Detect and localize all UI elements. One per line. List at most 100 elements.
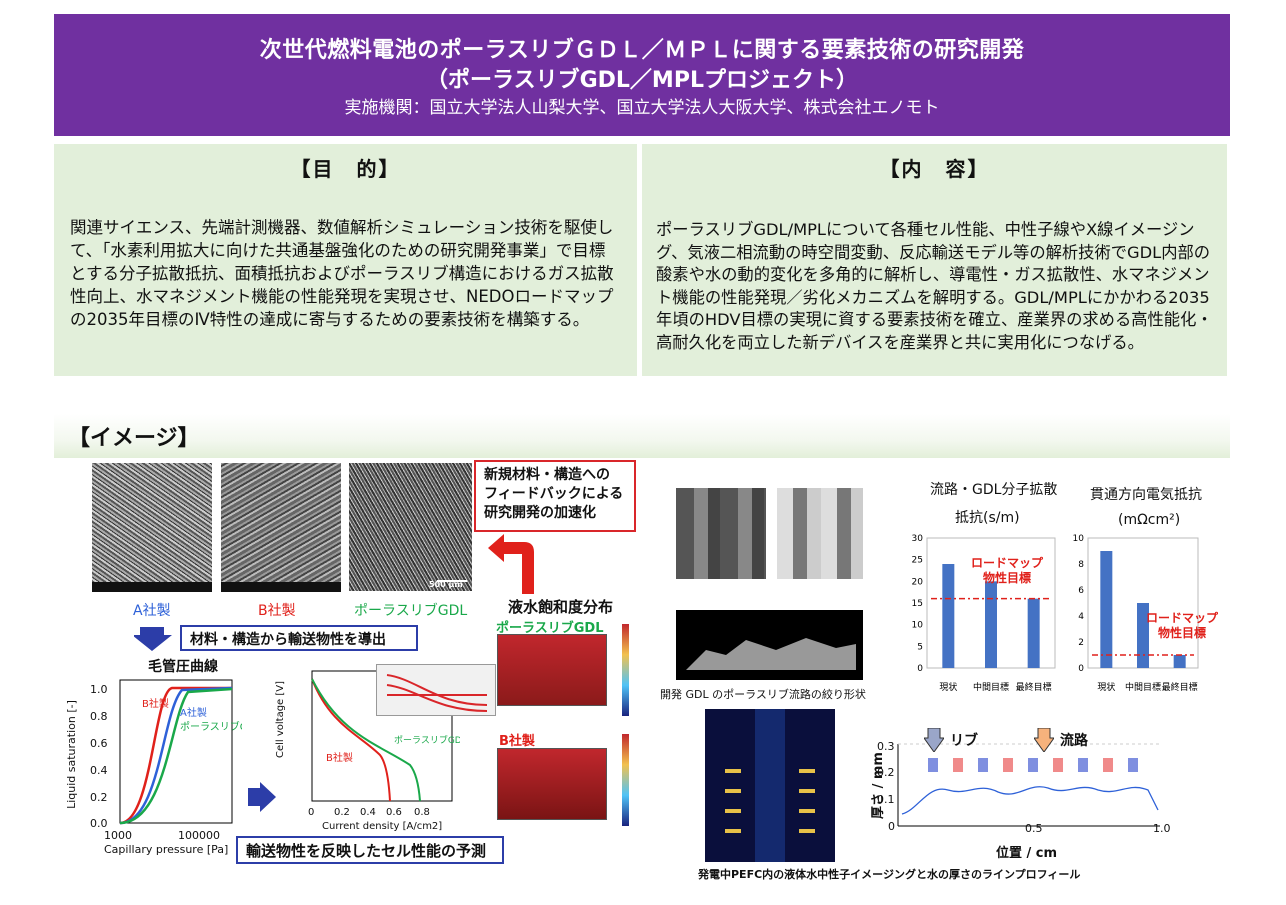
y-tick-label: 10	[1073, 534, 1085, 544]
prof-ytick-2: 0.2	[877, 766, 895, 779]
rib-caption: 開発 GDL のポーラスリブ流路の絞り形状	[660, 688, 866, 701]
purpose-body: 関連サイエンス、先端計測機器、数値解析シミュレーション技術を駆使して、「水素利用…	[70, 218, 614, 329]
svg-text:A社製: A社製	[180, 706, 207, 719]
sat-sim-b	[497, 748, 607, 820]
sem-image-b	[221, 463, 341, 591]
bar	[1027, 598, 1040, 668]
channel-label: 流路	[1060, 733, 1088, 749]
right-arrow-icon	[248, 782, 276, 812]
bar1-title-1: 流路・GDL分子拡散	[930, 482, 1058, 498]
derive-box: 材料・構造から輸送物性を導出	[180, 625, 418, 651]
iv-xlabel: Current density [A/cm2]	[322, 821, 443, 832]
bar	[942, 564, 955, 668]
prof-xtick-3: 1.0	[1153, 822, 1171, 835]
iv-ylabel: Cell voltage [V]	[275, 680, 287, 759]
cap-ytick-6: 0.0	[90, 817, 108, 830]
cap-ytick-1: 1.0	[90, 683, 108, 696]
y-tick-label: 4	[1078, 612, 1084, 622]
x-tick-label: 最終目標	[1016, 681, 1052, 693]
bar2-title-1: 貫通方向電気抵抗	[1090, 487, 1202, 503]
neutron-image	[705, 709, 835, 862]
target-label: ロードマップ	[971, 555, 1044, 570]
rib-3d-surface	[676, 610, 863, 680]
iv-xtick-1: 0	[308, 807, 315, 818]
y-tick-label: 0	[917, 664, 923, 674]
svg-text:B社製: B社製	[326, 751, 353, 764]
image-section-heading: 【イメージ】	[68, 426, 200, 451]
bar	[985, 581, 997, 668]
y-tick-label: 0	[1078, 664, 1084, 674]
thickness-profile-chart	[897, 743, 1160, 827]
bar	[1173, 655, 1186, 668]
feedback-arrow-icon	[488, 534, 534, 594]
y-tick-label: 6	[1078, 586, 1084, 596]
capillary-title: 毛管圧曲線	[148, 659, 218, 675]
cap-xtick-1: 1000	[104, 829, 132, 842]
rib-image-1	[676, 488, 766, 579]
rib-arrow-icon	[924, 728, 944, 752]
flow-inset	[376, 664, 496, 716]
predict-box: 輸送物性を反映したセル性能の予測	[236, 836, 504, 864]
content-panel: 【内 容】 ポーラスリブGDL/MPLについて各種セル性能、中性子線やX線イメー…	[642, 144, 1227, 376]
purpose-panel: 【目 的】 関連サイエンス、先端計測機器、数値解析シミュレーション技術を駆使して…	[54, 144, 637, 376]
prof-ytick-1: 0.3	[877, 740, 895, 753]
purpose-heading: 【目 的】	[290, 157, 401, 181]
prof-xtick-2: 0.5	[1025, 822, 1043, 835]
sat-sim-porous	[497, 634, 607, 706]
svg-text:ポーラスリブGDL: ポーラスリブGDL	[180, 720, 242, 733]
target-label: 物性目標	[1158, 625, 1206, 640]
cap-ytick-5: 0.2	[90, 791, 108, 804]
bar1-title-2: 抵抗(s/m)	[955, 510, 1020, 526]
svg-text:B社製: B社製	[142, 697, 169, 710]
saturation-title: 液水飽和度分布	[508, 598, 614, 616]
title-line2: （ポーラスリブGDL／MPLプロジェクト）	[426, 68, 858, 93]
neutron-caption: 発電中PEFC内の液体水中性子イメージングと水の厚さのラインプロフィール	[698, 868, 1081, 881]
target-label: ロードマップ	[1146, 610, 1218, 625]
prof-ytick-3: 0.1	[877, 793, 895, 806]
y-tick-label: 10	[912, 621, 924, 631]
label-a-company: A社製	[133, 603, 171, 619]
iv-xtick-3: 0.4	[360, 807, 376, 818]
y-tick-label: 25	[912, 556, 923, 566]
sat-label-porous: ポーラスリブGDL	[496, 621, 604, 636]
sem-scalebar-b	[221, 582, 341, 592]
down-arrow-icon	[134, 627, 172, 651]
colorbar-b	[622, 734, 629, 826]
content-body: ポーラスリブGDL/MPLについて各種セル性能、中性子線やX線イメージング、気液…	[656, 220, 1213, 352]
label-b-company: B社製	[258, 603, 296, 619]
iv-xtick-2: 0.2	[334, 807, 350, 818]
image-section-header: 【イメージ】	[54, 414, 1230, 458]
prof-xlabel: 位置 / cm	[996, 846, 1058, 861]
y-tick-label: 20	[912, 577, 924, 587]
bar-chart-resistance: 1086420現状中間目標最終目標ロードマップ物性目標	[1073, 534, 1218, 693]
sem-scale-label: 500 μm	[429, 580, 463, 589]
capillary-chart: B社製 A社製 ポーラスリブGDL	[119, 679, 242, 825]
x-tick-label: 中間目標	[1125, 681, 1161, 693]
colorbar-porous	[622, 624, 629, 716]
iv-xtick-4: 0.6	[386, 807, 402, 818]
bar	[1100, 551, 1113, 668]
rib-image-2	[777, 488, 863, 579]
x-tick-label: 現状	[1097, 681, 1115, 693]
cap-xtick-2: 100000	[178, 829, 220, 842]
sem-scalebar-line	[437, 580, 467, 582]
sat-label-b: B社製	[499, 734, 535, 749]
prof-ytick-4: 0	[888, 820, 895, 833]
sem-image-a	[92, 463, 212, 591]
bar	[1137, 603, 1149, 668]
sem-scalebar-a	[92, 582, 212, 592]
cap-ytick-3: 0.6	[90, 737, 108, 750]
y-tick-label: 30	[912, 534, 924, 544]
y-tick-label: 2	[1078, 638, 1084, 648]
bar-chart-diffusion: 302520151050現状中間目標最終目標ロードマップ物性目標	[912, 534, 1056, 693]
channel-arrow-icon	[1034, 728, 1054, 752]
x-tick-label: 中間目標	[973, 681, 1009, 693]
institutions: 実施機関：国立大学法人山梨大学、国立大学法人大阪大学、株式会社エノモト	[344, 98, 940, 118]
cap-ylabel: Liquid saturation [-]	[64, 700, 78, 809]
svg-text:ポーラスリブGDL: ポーラスリブGDL	[394, 734, 460, 746]
x-tick-label: 最終目標	[1162, 681, 1198, 693]
cap-xlabel: Capillary pressure [Pa]	[104, 843, 229, 856]
y-tick-label: 15	[912, 599, 923, 609]
feedback-box: 新規材料・構造への フィードバックによる 研究開発の加速化	[474, 460, 636, 532]
label-porous-rib: ポーラスリブGDL	[354, 603, 468, 619]
